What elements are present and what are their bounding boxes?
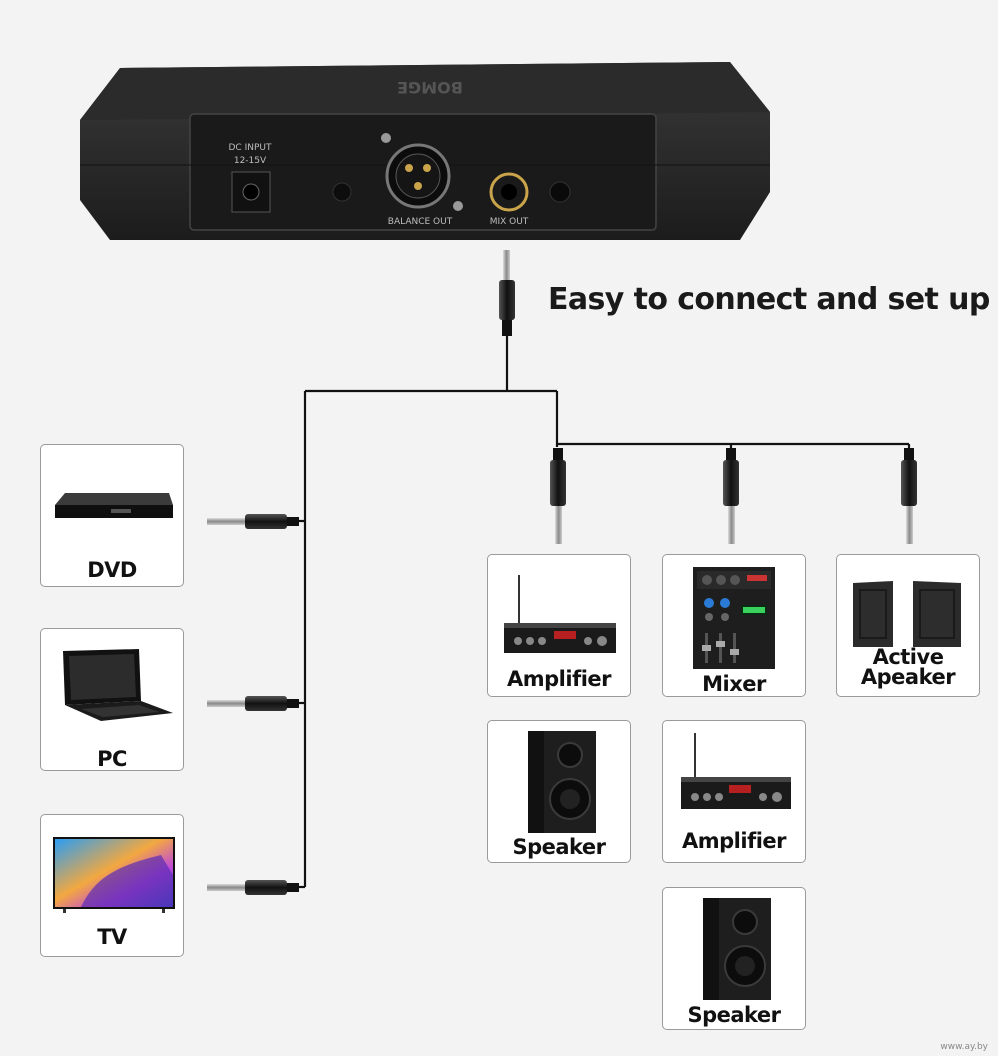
dc-input-label: DC INPUT: [229, 143, 272, 153]
laptop-icon: [63, 649, 173, 721]
mixer-label: Mixer: [702, 672, 766, 696]
receiver-device: BOMGE DC INPUT 12-15V BALANCE OUT MIX OU…: [80, 62, 770, 240]
dvd-label: DVD: [87, 558, 137, 582]
tv-icon: [53, 837, 175, 913]
output-card-speaker: Speaker: [487, 720, 631, 863]
amplifier-label: Amplifier: [507, 667, 612, 691]
volume-knob: [332, 182, 352, 202]
dc-voltage-label: 12-15V: [234, 156, 267, 166]
active-speaker-icon: [853, 581, 961, 647]
speaker-icon: [528, 731, 596, 833]
watermark: www.ay.by: [940, 1042, 988, 1052]
mix-out-label: MIX OUT: [490, 217, 529, 227]
speaker-label: Speaker: [512, 835, 606, 859]
dvd-player-icon: [55, 493, 173, 518]
output-card-amplifier: Amplifier: [487, 554, 631, 697]
output-plug-active-speaker: [901, 448, 917, 544]
output-card-speaker-2: Speaker: [662, 887, 806, 1030]
amplifier-icon: [504, 575, 616, 653]
source-plug-tv: [207, 880, 299, 895]
wires: [297, 335, 911, 889]
headline: Easy to connect and set up: [548, 282, 990, 317]
output-card-mixer: Mixer: [662, 554, 806, 697]
source-card-pc: PC: [40, 628, 184, 771]
amplifier-icon: [681, 733, 791, 809]
brand-logo: BOMGE: [397, 78, 463, 97]
active-speaker-label-line1: Active: [872, 645, 944, 669]
source-card-tv: TV: [40, 814, 184, 957]
source-plug-dvd: [207, 514, 299, 529]
mixer-icon: [693, 567, 775, 669]
output-plug-mixer: [723, 448, 739, 544]
active-speaker-label-line2: Apeaker: [860, 665, 956, 689]
pc-label: PC: [97, 747, 127, 771]
amplifier-2-label: Amplifier: [682, 829, 787, 853]
main-output-plug: [499, 250, 515, 336]
speaker-icon: [703, 898, 771, 1000]
balance-out-label: BALANCE OUT: [388, 217, 453, 227]
tv-label: TV: [97, 925, 127, 949]
output-plug-amplifier: [550, 448, 566, 544]
output-card-active-speaker: Active Apeaker: [836, 554, 980, 697]
output-card-amplifier-2: Amplifier: [662, 720, 806, 863]
speaker-2-label: Speaker: [687, 1003, 781, 1027]
source-card-dvd: DVD: [40, 444, 184, 587]
source-plug-pc: [207, 696, 299, 711]
